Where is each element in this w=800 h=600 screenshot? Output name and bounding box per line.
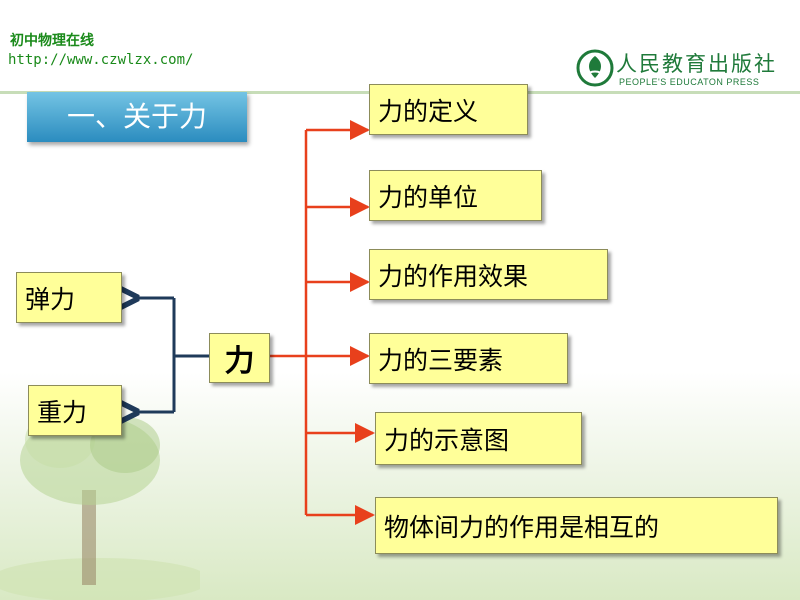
center-node: 力 (209, 333, 270, 383)
site-name: 初中物理在线 (10, 33, 94, 49)
publisher-emblem-icon (576, 49, 614, 87)
publisher-name: 人民教育出版社 (616, 52, 777, 76)
site-url[interactable]: http://www.czwlzx.com/ (8, 52, 194, 68)
left-node-elastic: 弹力 (16, 272, 122, 323)
right-node-definition: 力的定义 (369, 84, 528, 135)
right-node-force-diagram: 力的示意图 (375, 412, 582, 465)
right-node-unit: 力的单位 (369, 170, 542, 221)
right-node-effect: 力的作用效果 (369, 249, 608, 300)
publisher-logo: 人民教育出版社 PEOPLE'S EDUCATON PRESS (575, 46, 790, 91)
right-node-three-elements: 力的三要素 (369, 333, 568, 384)
left-node-gravity: 重力 (28, 385, 122, 436)
right-node-mutual-action: 物体间力的作用是相互的 (375, 497, 778, 554)
publisher-name-en: PEOPLE'S EDUCATON PRESS (619, 77, 760, 87)
slide-title: 一、关于力 (27, 92, 247, 142)
